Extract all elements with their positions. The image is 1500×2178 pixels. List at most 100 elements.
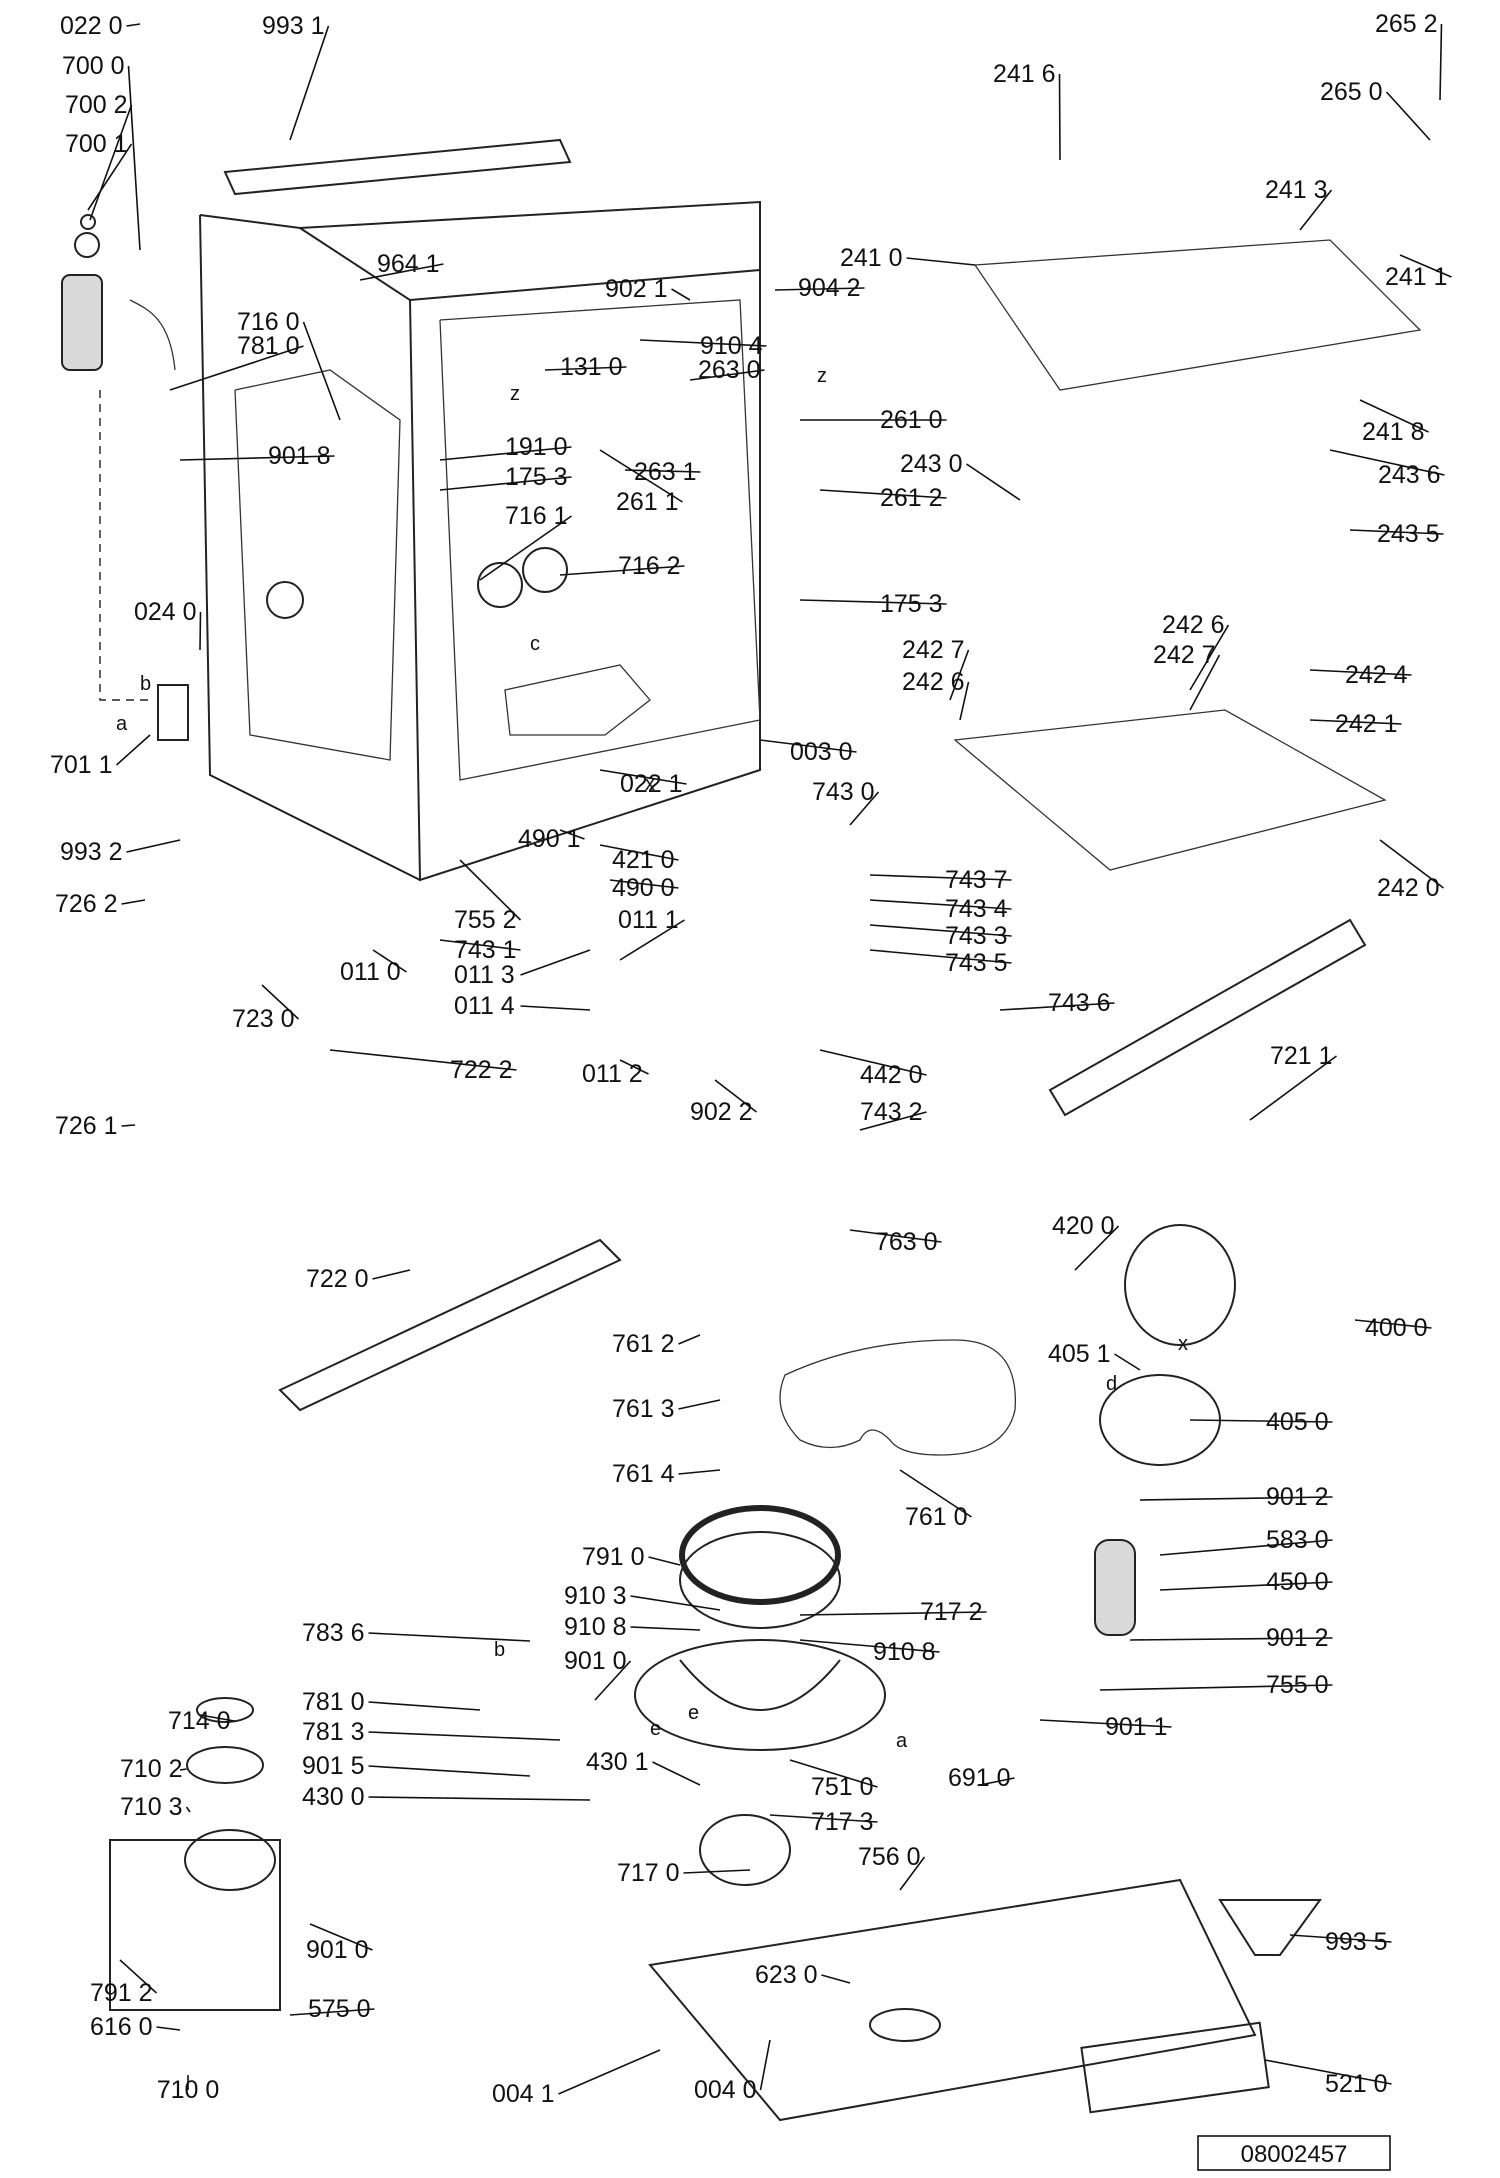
part-label: 761 4 bbox=[612, 1460, 675, 1488]
part-label: 743 2 bbox=[860, 1098, 923, 1126]
part-label: 901 0 bbox=[564, 1647, 627, 1675]
leader-line bbox=[1139, 1496, 1333, 1501]
part-label: 901 2 bbox=[1266, 1483, 1329, 1511]
connection-letter: a bbox=[116, 713, 128, 735]
leader-line bbox=[368, 1701, 481, 1711]
leader-line bbox=[1129, 1637, 1333, 1641]
part-label: 791 2 bbox=[90, 1979, 153, 2007]
part-label: 714 0 bbox=[168, 1707, 231, 1735]
leader-line bbox=[520, 1005, 591, 1011]
part-label: 131 0 bbox=[560, 353, 623, 381]
callout-leader-lines bbox=[87, 23, 1452, 2095]
part-label: 743 7 bbox=[945, 866, 1008, 894]
connection-letter: c bbox=[530, 633, 540, 655]
part-label: 901 0 bbox=[306, 1936, 369, 1964]
part-label: 901 2 bbox=[1266, 1624, 1329, 1652]
part-label: 242 1 bbox=[1335, 710, 1398, 738]
part-label: 710 2 bbox=[120, 1755, 183, 1783]
part-label: 761 2 bbox=[612, 1330, 675, 1358]
leader-line bbox=[1189, 1419, 1333, 1423]
leader-line bbox=[179, 455, 335, 461]
leader-line bbox=[639, 339, 767, 347]
part-label: 400 0 bbox=[1365, 1314, 1428, 1342]
part-label: 717 2 bbox=[920, 1598, 983, 1626]
leader-line bbox=[368, 1796, 591, 1801]
connection-letter: x bbox=[645, 773, 655, 795]
leader-line bbox=[1299, 189, 1333, 231]
part-label: 726 2 bbox=[55, 890, 118, 918]
part-label: 721 1 bbox=[1270, 1042, 1333, 1070]
part-label: 265 0 bbox=[1320, 78, 1383, 106]
leader-line bbox=[799, 1639, 940, 1653]
part-label: 791 0 bbox=[582, 1543, 645, 1571]
part-label: 242 0 bbox=[1377, 874, 1440, 902]
leader-line bbox=[769, 1814, 878, 1823]
part-label: 242 7 bbox=[1153, 641, 1216, 669]
part-label: 700 1 bbox=[65, 130, 128, 158]
part-label: 024 0 bbox=[134, 598, 197, 626]
part-label: 242 6 bbox=[1162, 611, 1225, 639]
leader-line bbox=[289, 2008, 375, 2016]
leader-line bbox=[89, 104, 133, 221]
part-label: 783 6 bbox=[302, 1619, 365, 1647]
leader-line bbox=[368, 1731, 561, 1741]
leader-line bbox=[368, 1632, 531, 1642]
part-label: 242 4 bbox=[1345, 661, 1408, 689]
connection-letter: e bbox=[688, 1702, 699, 1724]
leader-line bbox=[559, 565, 685, 576]
part-label: 490 0 bbox=[612, 874, 675, 902]
part-label: 904 2 bbox=[798, 274, 861, 302]
leader-line bbox=[594, 1660, 632, 1701]
leader-line bbox=[906, 257, 976, 266]
leader-line bbox=[819, 1049, 927, 1076]
leader-line bbox=[683, 1869, 751, 1874]
part-label: 191 0 bbox=[505, 433, 568, 461]
part-label: 722 2 bbox=[450, 1056, 513, 1084]
leader-line bbox=[302, 321, 341, 421]
leader-line bbox=[479, 515, 572, 581]
part-label: 910 8 bbox=[564, 1613, 627, 1641]
leader-line bbox=[979, 1777, 1015, 1786]
part-label: 243 0 bbox=[900, 450, 963, 478]
part-label: 241 6 bbox=[993, 60, 1056, 88]
leader-line bbox=[999, 1002, 1115, 1011]
leader-line bbox=[619, 919, 685, 961]
part-label: 723 0 bbox=[232, 1005, 295, 1033]
part-label: 763 0 bbox=[875, 1228, 938, 1256]
leader-line bbox=[1159, 1539, 1333, 1556]
leader-line bbox=[558, 2049, 661, 2095]
part-label: 575 0 bbox=[308, 1995, 371, 2023]
leader-line bbox=[372, 949, 407, 973]
leader-line bbox=[156, 2026, 181, 2031]
leader-line bbox=[1354, 1319, 1432, 1329]
part-label: 722 0 bbox=[306, 1265, 369, 1293]
part-label: 717 3 bbox=[811, 1808, 874, 1836]
leader-line bbox=[619, 1059, 649, 1075]
leader-line bbox=[1385, 91, 1431, 141]
part-label: 011 2 bbox=[582, 1060, 643, 1088]
part-label: 405 1 bbox=[1048, 1340, 1111, 1368]
part-label: 993 1 bbox=[262, 12, 325, 40]
part-label: 175 3 bbox=[880, 590, 943, 618]
part-label: 743 5 bbox=[945, 949, 1008, 977]
part-label: 743 3 bbox=[945, 922, 1008, 950]
part-label: 781 3 bbox=[302, 1718, 365, 1746]
part-label: 430 0 bbox=[302, 1783, 365, 1811]
leader-line bbox=[678, 1469, 721, 1475]
leader-line bbox=[199, 611, 202, 651]
part-label: 261 2 bbox=[880, 484, 943, 512]
part-label: 261 1 bbox=[616, 488, 679, 516]
leader-line bbox=[774, 287, 865, 291]
part-label: 421 0 bbox=[612, 846, 675, 874]
part-label: 623 0 bbox=[755, 1961, 818, 1989]
connection-letter: d bbox=[1106, 1373, 1117, 1395]
appliance-line-drawing bbox=[61, 138, 1422, 2122]
leader-line bbox=[966, 463, 1021, 501]
part-label: 430 1 bbox=[586, 1748, 649, 1776]
leader-line bbox=[599, 769, 687, 785]
part-label: 241 3 bbox=[1265, 176, 1328, 204]
leader-line bbox=[819, 489, 947, 499]
leader-line bbox=[599, 449, 683, 503]
leader-line bbox=[714, 1079, 757, 1113]
